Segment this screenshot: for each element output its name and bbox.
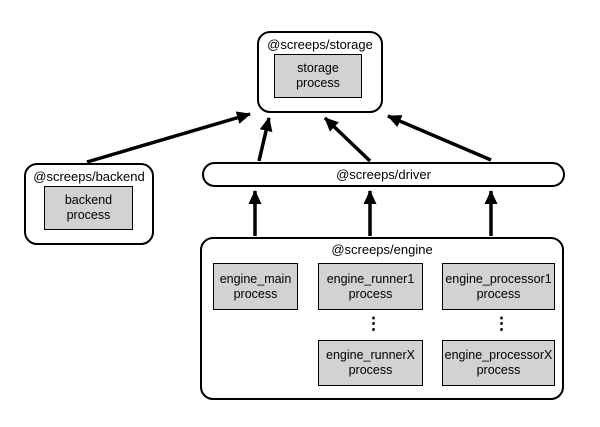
process-label-line: process (233, 286, 278, 301)
node-driver-title: @screeps/driver (336, 167, 431, 182)
node-backend-title: @screeps/backend (33, 169, 145, 184)
node-storage-title: @screeps/storage (267, 37, 373, 52)
process-label-line: engine_processor1 (445, 271, 552, 286)
process-label-line: process (296, 76, 340, 90)
process-label-line: engine_processorX (444, 348, 553, 362)
arrow-driver-to-storage-left (257, 117, 273, 162)
process-box-engine-processorX: engine_processorX process (442, 340, 555, 386)
arrow-driver-to-storage-middle (323, 116, 372, 163)
arrow-driver-to-storage-right (387, 114, 492, 162)
process-label-line: engine_runner1 (326, 271, 415, 286)
process-box-engine-runner1: engine_runner1 process (318, 263, 423, 310)
node-driver (202, 162, 565, 187)
process-label-line: process (348, 363, 393, 377)
process-label-line: backend (64, 193, 113, 207)
process-box-engine-processor1: engine_processor1 process (442, 263, 555, 310)
process-box-engine-runnerX: engine_runnerX process (318, 340, 423, 386)
process-label-line: engine_main (219, 271, 292, 286)
process-label-line: storage (297, 61, 339, 75)
process-label-line: process (476, 286, 521, 301)
process-box-backend: backend process (44, 186, 133, 230)
vertical-ellipsis-icon: ⋮ (493, 314, 510, 333)
process-label-line: engine_runnerX (326, 348, 415, 362)
process-label-line: process (348, 286, 393, 301)
vertical-ellipsis-icon: ⋮ (365, 314, 382, 333)
process-label-line: process (66, 208, 111, 222)
process-box-engine-main: engine_main process (213, 263, 298, 310)
arrow-backend-to-storage (86, 111, 251, 164)
process-label-line: process (476, 363, 521, 377)
process-box-storage: storage process (274, 54, 362, 98)
node-engine-title: @screeps/engine (331, 242, 433, 257)
